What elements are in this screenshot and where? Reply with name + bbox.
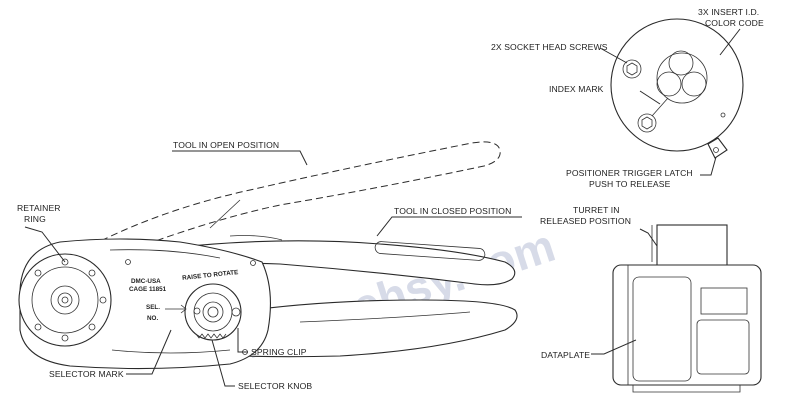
spring-clip [231, 307, 241, 317]
handle-grip-slot [374, 241, 486, 261]
ring-hole [34, 269, 42, 277]
leader-socket-screws [599, 47, 628, 64]
label-turret-1: TURRET IN [573, 205, 620, 215]
open-handle-joint [209, 199, 241, 229]
label-index-mark: INDEX MARK [549, 84, 604, 94]
selector-knob-center [207, 306, 219, 318]
label-open-position: TOOL IN OPEN POSITION [173, 140, 279, 150]
marking-sel: SEL. [146, 304, 160, 311]
open-handle-outline [71, 141, 501, 263]
positioner-disc [610, 18, 744, 152]
leader-spring-clip [237, 328, 248, 353]
label-insert-id-1: 3X INSERT I.D. [698, 7, 759, 17]
ring-hole [88, 323, 96, 331]
leader-index-mark [639, 90, 661, 105]
label-turret-2: RELEASED POSITION [540, 216, 631, 226]
closed-position-handle [169, 235, 516, 286]
selector-knob [202, 301, 224, 323]
pivot-pin [250, 260, 256, 266]
label-trigger-latch-2: PUSH TO RELEASE [589, 179, 671, 189]
leader-trigger-latch [700, 156, 717, 176]
label-retainer-ring-2: RING [24, 214, 46, 224]
marking-no: NO. [147, 315, 158, 322]
insert-hole-right [681, 71, 707, 97]
indenter-bore-inner [57, 292, 73, 308]
selector-dial [184, 283, 242, 341]
side-view [612, 224, 762, 393]
leader-dataplate [591, 339, 637, 355]
upper-handle [169, 240, 516, 286]
label-selector-knob: SELECTOR KNOB [238, 381, 312, 391]
selector-mark-dot [193, 307, 201, 315]
socket-screw-top [622, 59, 642, 79]
leader-retainer-ring [24, 226, 66, 263]
ring-hole [99, 296, 107, 304]
ring-hole [61, 334, 69, 342]
leader-selector-knob [211, 339, 235, 387]
label-retainer-ring-1: RETAINER [17, 203, 61, 213]
open-position-handle [71, 141, 501, 263]
index-mark-line [651, 97, 669, 117]
leader-insert-id [719, 28, 741, 56]
indenter-bore-outer [50, 285, 80, 315]
insert-hole-top [668, 50, 694, 76]
label-spring-clip: SPRING CLIP [251, 347, 307, 357]
hex-socket-icon [641, 116, 653, 130]
label-selector-mark: SELECTOR MARK [49, 369, 124, 379]
positioner-end-view [610, 18, 744, 159]
marking-cage: CAGE 11851 [129, 286, 167, 293]
latch-button [713, 147, 719, 153]
turret-released [656, 224, 728, 268]
label-trigger-latch-1: POSITIONER TRIGGER LATCH [566, 168, 693, 178]
main-tool-body [18, 238, 518, 370]
side-window-bottom [696, 319, 750, 375]
leader-open-position [172, 150, 308, 166]
retainer-ring [31, 266, 99, 334]
insert-cluster-ring [656, 52, 708, 104]
label-insert-id-2: COLOR CODE [705, 18, 764, 28]
head-edge-lower [111, 349, 231, 354]
knob-serration [195, 333, 227, 339]
ring-hole [34, 323, 42, 331]
indenter-center [61, 296, 69, 304]
side-body-base [632, 385, 741, 393]
socket-screw-bottom [637, 113, 657, 133]
head-edge [109, 249, 221, 259]
leader-turret [639, 228, 658, 247]
ring-hole [61, 258, 69, 266]
upper-handle-ridge [229, 235, 283, 241]
dataplate [632, 276, 692, 382]
label-dataplate: DATAPLATE [541, 350, 590, 360]
tool-side-body [612, 264, 762, 386]
leader-selector-mark [126, 329, 172, 375]
positioner-housing [18, 253, 112, 347]
ring-hole [88, 269, 96, 277]
label-closed-position: TOOL IN CLOSED POSITION [394, 206, 511, 216]
insert-hole-left [656, 71, 682, 97]
label-socket-screws: 2X SOCKET HEAD SCREWS [491, 42, 608, 52]
latch-pin [720, 112, 726, 118]
marking-maker: DMC-USA [131, 278, 161, 285]
lower-handle-line [299, 311, 471, 323]
leader-closed-position [376, 216, 522, 237]
selector-arrow-icon [165, 304, 187, 314]
pivot-pin [125, 259, 131, 265]
side-window-top [700, 287, 748, 315]
hex-socket-icon [626, 62, 638, 76]
